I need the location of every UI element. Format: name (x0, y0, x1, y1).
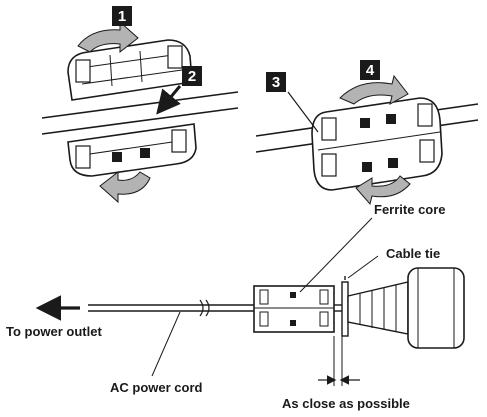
step-3-leader (288, 92, 318, 132)
label-to-power-outlet: To power outlet (6, 324, 102, 339)
distance-indicator (318, 336, 360, 386)
insert-cable-arrow (160, 86, 180, 110)
svg-text:1: 1 (118, 8, 126, 25)
step-badge-2: 2 (182, 66, 202, 86)
label-cable-tie: Cable tie (386, 246, 440, 261)
panel-placement (42, 218, 464, 386)
svg-text:2: 2 (188, 68, 196, 85)
ferrite-core-leader (300, 218, 372, 292)
step-badge-3: 3 (266, 72, 286, 92)
label-ferrite-core: Ferrite core (374, 202, 446, 217)
cable-tie (342, 276, 348, 336)
panel-open-core: 1 2 (42, 6, 238, 202)
plug-strain-relief (348, 282, 408, 334)
step-badge-1: 1 (112, 6, 132, 26)
cable-a-lower (42, 108, 238, 134)
cord-break-mark (200, 300, 209, 316)
label-ac-power-cord: AC power cord (110, 380, 203, 395)
cable-tie-leader (348, 256, 378, 278)
svg-text:4: 4 (366, 62, 375, 79)
svg-text:3: 3 (272, 74, 280, 91)
step-badge-4: 4 (360, 60, 380, 80)
panel-closed-core: 3 4 (256, 60, 478, 204)
rotate-close-arrow-bottom (100, 172, 150, 202)
plug-body (408, 268, 464, 348)
rotate-arrow-top-right (340, 76, 408, 104)
ferrite-core-lower-half (68, 124, 196, 176)
ac-cord-leader (152, 312, 180, 376)
label-as-close-as-possible: As close as possible (282, 396, 410, 411)
ferrite-core-closed (312, 98, 442, 190)
ferrite-core-on-cord (254, 286, 334, 332)
